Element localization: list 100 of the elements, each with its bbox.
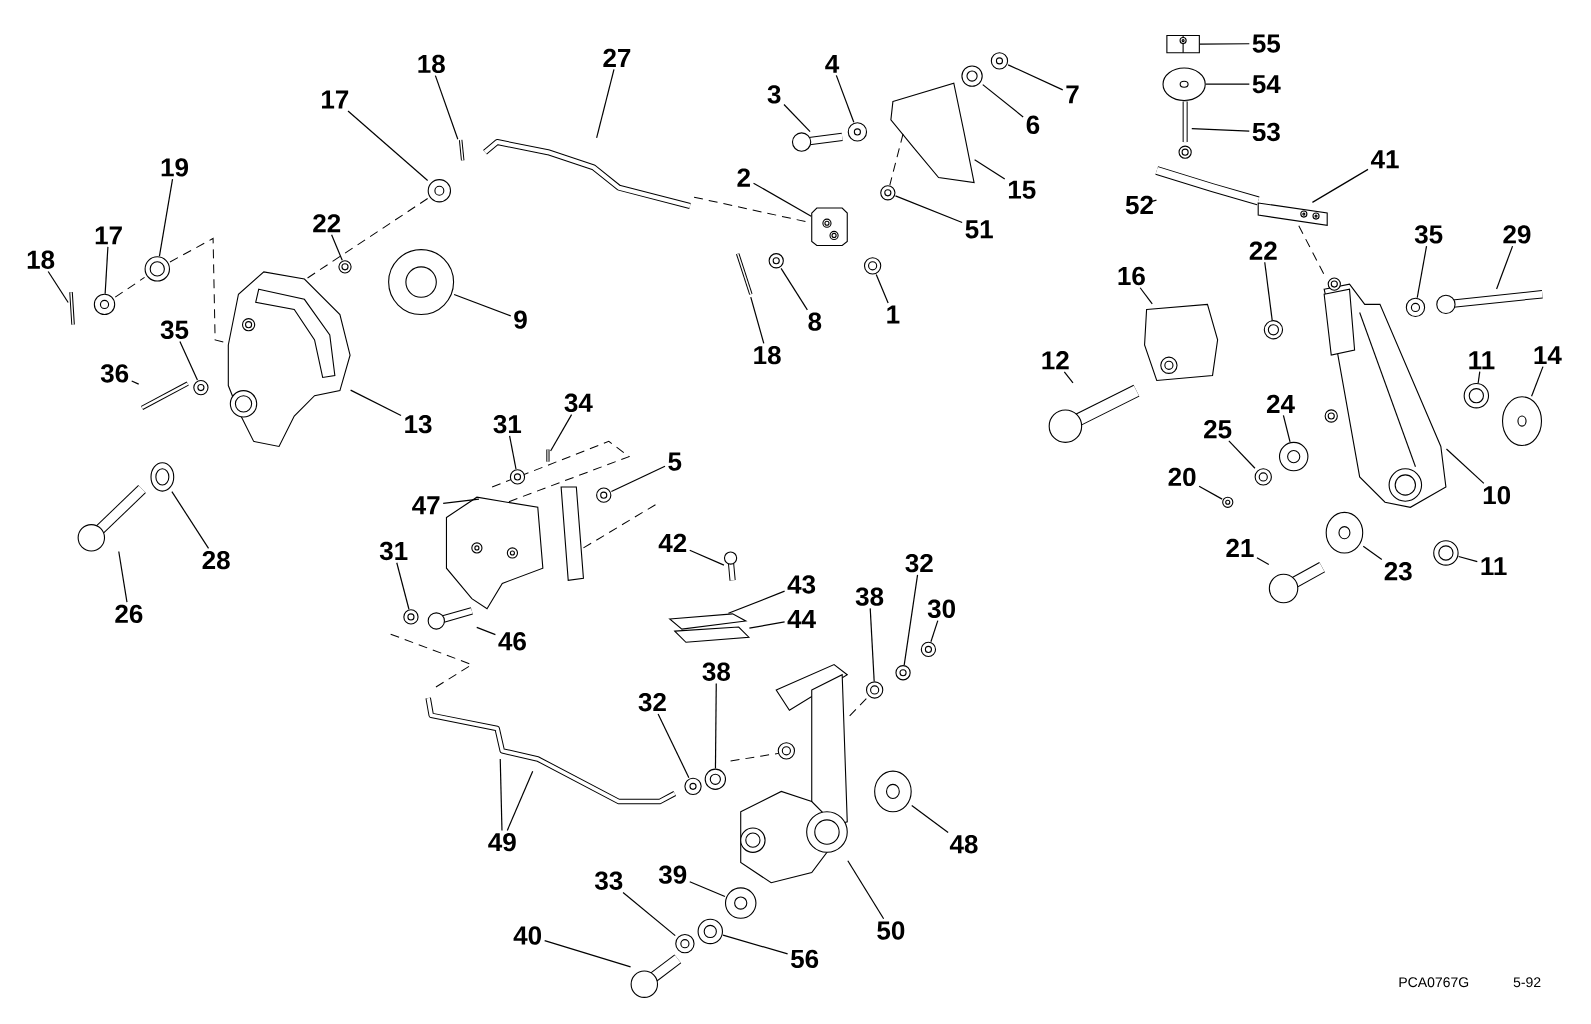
- leader-line: [1256, 557, 1270, 566]
- part-drawing: [723, 551, 738, 581]
- part-drawing: [724, 887, 757, 919]
- leader-line: [1139, 287, 1153, 305]
- callout-number: 10: [1483, 485, 1511, 505]
- callout-number: 24: [1266, 394, 1295, 413]
- leader-line: [171, 491, 210, 549]
- part-drawing: [1263, 320, 1284, 340]
- leader-line: [894, 195, 963, 224]
- callout-number: 7: [1066, 85, 1079, 104]
- callout-number: 55: [1252, 34, 1281, 53]
- callout-number: 18: [27, 250, 55, 269]
- part-drawing: [895, 665, 911, 681]
- leader-line: [1531, 366, 1544, 397]
- callout-number: 21: [1226, 538, 1254, 557]
- leader-line: [47, 270, 69, 304]
- leader-line: [903, 574, 919, 666]
- callout-number: 16: [1118, 266, 1145, 286]
- leader-line: [476, 626, 496, 636]
- part-drawing: [1433, 540, 1459, 566]
- callout-number: 50: [877, 921, 905, 940]
- part-drawing: [1278, 441, 1309, 472]
- callout-number: 30: [927, 599, 955, 619]
- callout-number: 53: [1252, 122, 1280, 142]
- part-drawing: [874, 770, 912, 813]
- part-drawing: [736, 252, 753, 295]
- leader-line: [835, 74, 855, 123]
- leader-line: [1445, 448, 1485, 484]
- leader-line: [442, 498, 480, 504]
- callout-number: 33: [594, 871, 623, 890]
- part-drawing: [1048, 384, 1140, 443]
- callout-number: 5: [668, 452, 682, 471]
- callout-number: 1: [887, 305, 900, 324]
- leader-line: [499, 758, 503, 831]
- callout-number: 13: [405, 414, 432, 434]
- part-drawing: [961, 65, 983, 87]
- leader-line: [434, 75, 459, 140]
- leader-line: [714, 682, 717, 770]
- part-drawing: [1436, 290, 1543, 315]
- callout-number: 42: [658, 533, 687, 552]
- part-drawing: [811, 207, 848, 247]
- leader-line: [1477, 371, 1481, 384]
- leader-line: [1191, 128, 1250, 132]
- part-drawing: [847, 122, 868, 142]
- leader-line: [1228, 440, 1256, 469]
- part-drawing: [1257, 202, 1328, 226]
- part-drawing: [483, 139, 691, 209]
- callout-number: 15: [1008, 180, 1036, 199]
- callout-number: 47: [412, 496, 440, 515]
- drawing-number: 5-92: [1513, 977, 1541, 988]
- part-drawing: [1463, 383, 1490, 409]
- part-drawing: [93, 293, 116, 316]
- callout-number: 35: [1414, 225, 1443, 244]
- callout-number: 3: [767, 85, 781, 104]
- part-drawing: [445, 496, 544, 610]
- part-drawing: [920, 641, 937, 658]
- callout-number: 38: [702, 662, 730, 681]
- leader-line: [748, 621, 786, 629]
- callout-number: 32: [638, 692, 666, 712]
- part-drawing: [150, 462, 175, 492]
- callout-number: 28: [202, 550, 230, 570]
- part-drawing: [403, 609, 419, 625]
- callout-number: 17: [322, 90, 349, 109]
- part-drawing: [77, 485, 146, 552]
- leader-line: [689, 549, 725, 566]
- part-drawing: [227, 271, 351, 448]
- part-drawing: [388, 249, 455, 316]
- leader-line: [722, 934, 789, 955]
- leader-line: [158, 178, 174, 257]
- callout-number: 20: [1168, 467, 1196, 487]
- callout-number: 6: [1026, 115, 1040, 134]
- leader-line: [1150, 199, 1158, 203]
- callout-number: 34: [564, 393, 593, 413]
- part-drawing: [1502, 396, 1543, 446]
- leader-line: [974, 159, 1006, 180]
- leader-line: [509, 435, 517, 470]
- part-drawing: [1405, 297, 1426, 318]
- part-drawing: [427, 607, 473, 630]
- leader-line: [596, 68, 615, 139]
- callout-number: 31: [379, 541, 408, 561]
- leader-line: [1362, 545, 1383, 561]
- leader-line: [1199, 43, 1250, 45]
- part-drawing: [1222, 496, 1234, 508]
- callout-number: 52: [1125, 195, 1153, 215]
- callout-number: 11: [1469, 351, 1495, 370]
- leader-line: [752, 182, 812, 217]
- callout-number: 26: [115, 604, 143, 624]
- part-drawing: [697, 918, 723, 945]
- callout-number: 22: [1249, 241, 1277, 260]
- callout-number: 48: [949, 835, 978, 854]
- part-drawing: [863, 257, 882, 275]
- callout-number: 9: [514, 310, 527, 329]
- callout-number: 22: [313, 214, 341, 233]
- part-drawing: [675, 933, 695, 954]
- part-drawing: [990, 52, 1009, 70]
- part-drawing: [193, 379, 209, 396]
- leader-line: [982, 84, 1024, 118]
- leader-line: [550, 414, 573, 452]
- callout-number: 49: [488, 832, 516, 852]
- leader-line: [1205, 83, 1250, 85]
